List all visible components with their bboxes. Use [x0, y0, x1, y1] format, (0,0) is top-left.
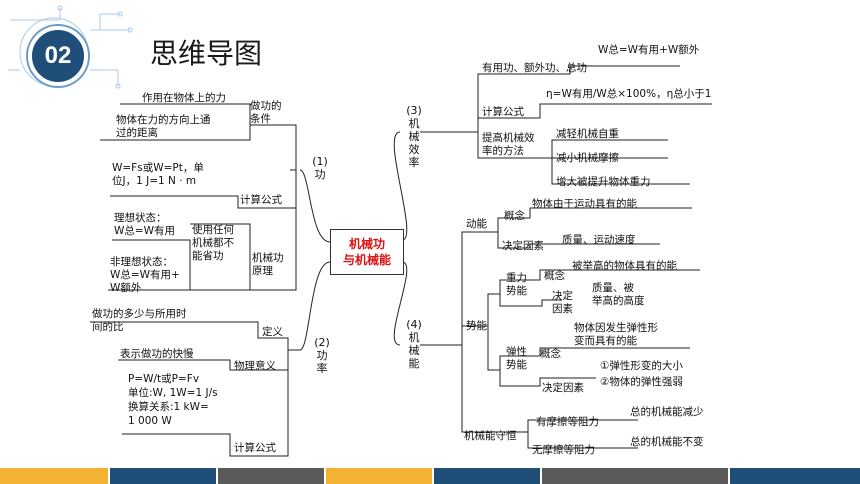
branch-power-label: (2) 功 率: [314, 336, 330, 375]
branch-work-label: (1) 功: [312, 155, 328, 181]
gravity-concept-label: 概念: [544, 270, 565, 282]
center-topic-line2: 与机械能: [342, 253, 391, 267]
energy-potential-label: 势能: [466, 320, 487, 332]
kinetic-factor-text: 质量、运动速度: [562, 234, 636, 246]
efficiency-method-2: 减小机械摩擦: [556, 152, 619, 164]
power-meaning-label: 物理意义: [234, 360, 276, 372]
energy-kinetic-label: 动能: [466, 218, 487, 230]
power-definition-label: 定义: [262, 326, 283, 338]
work-formula-label: 计算公式: [240, 194, 282, 206]
elastic-factor-1: ①弹性形变的大小: [600, 360, 683, 372]
power-formula-label: 计算公式: [234, 442, 276, 454]
footer-bar-1: [0, 468, 108, 484]
circuit-decoration: [8, 5, 133, 89]
gravity-factor-label: 决定 因素: [552, 290, 573, 315]
footer-bar-5: [434, 468, 540, 484]
elastic-factor-label: 决定因素: [542, 382, 584, 394]
footer-bar-7: [730, 468, 860, 484]
efficiency-formula: η=W有用/W总×100%，η总小于1: [546, 88, 712, 100]
with-friction-label: 有摩擦等阻力: [536, 416, 599, 428]
gravity-potential-label: 重力 势能: [506, 272, 527, 297]
footer-bar-4: [326, 468, 432, 484]
footer-bar-2: [110, 468, 216, 484]
kinetic-concept-label: 概念: [504, 210, 525, 222]
energy-conservation-label: 机械能守恒: [464, 430, 517, 442]
center-topic-line1: 机械功: [348, 237, 385, 251]
elastic-concept-label: 概念: [540, 348, 561, 360]
elastic-concept-text: 物体因发生弹性形 变而具有的能: [574, 322, 658, 347]
efficiency-improve-label: 提高机械效 率的方法: [482, 132, 535, 157]
branch-efficiency-label: (3) 机 械 效 率: [406, 104, 422, 169]
kinetic-factor-label: 决定因素: [502, 240, 544, 252]
with-friction-result: 总的机械能减少: [630, 406, 704, 418]
work-condition-label: 做功的 条件: [250, 100, 282, 125]
footer-bar-3: [218, 468, 324, 484]
efficiency-formula-label: 计算公式: [482, 106, 524, 118]
power-formula-text: P=W/t或P=Fv 单位:W, 1W=1 J/s 换算关系:1 kW= 1 0…: [128, 373, 218, 427]
work-principle-text: 使用任何 机械都不 能省功: [192, 224, 234, 262]
work-principle-label: 机械功 原理: [252, 252, 284, 277]
gravity-factor-text: 质量、被 举高的高度: [592, 282, 645, 307]
work-formula-text: W=Fs或W=Pt，单 位J，1 J=1 N · m: [112, 162, 204, 187]
without-friction-result: 总的机械能不变: [630, 436, 704, 448]
without-friction-label: 无摩擦等阻力: [532, 444, 595, 456]
efficiency-method-3: 增大被提升物体重力: [556, 176, 651, 188]
work-condition-distance: 物体在力的方向上通 过的距离: [116, 114, 211, 139]
work-ideal-state: 理想状态： W总=W有用: [114, 212, 176, 237]
section-number-badge: 02: [28, 26, 88, 86]
elastic-potential-label: 弹性 势能: [506, 346, 527, 371]
center-topic-node: 机械功 与机械能: [330, 229, 404, 275]
power-definition-text: 做功的多少与所用时 间的比: [92, 308, 187, 333]
kinetic-concept-text: 物体由于运动具有的能: [532, 198, 637, 210]
work-condition-force: 作用在物体上的力: [142, 92, 226, 104]
gravity-concept-text: 被举高的物体具有的能: [572, 260, 677, 272]
footer-bar-6: [542, 468, 728, 484]
power-meaning-text: 表示做功的快慢: [120, 348, 194, 360]
efficiency-work-kinds: 有用功、额外功、总功: [482, 62, 587, 74]
work-nonideal-state: 非理想状态： W总=W有用+ W额外: [110, 256, 180, 294]
efficiency-method-1: 减轻机械自重: [556, 128, 619, 140]
efficiency-total-work-formula: W总=W有用+W额外: [598, 44, 700, 56]
page-title: 思维导图: [150, 37, 263, 70]
elastic-factor-2: ②物体的弹性强弱: [600, 376, 683, 388]
branch-energy-label: (4) 机 械 能: [406, 318, 422, 370]
